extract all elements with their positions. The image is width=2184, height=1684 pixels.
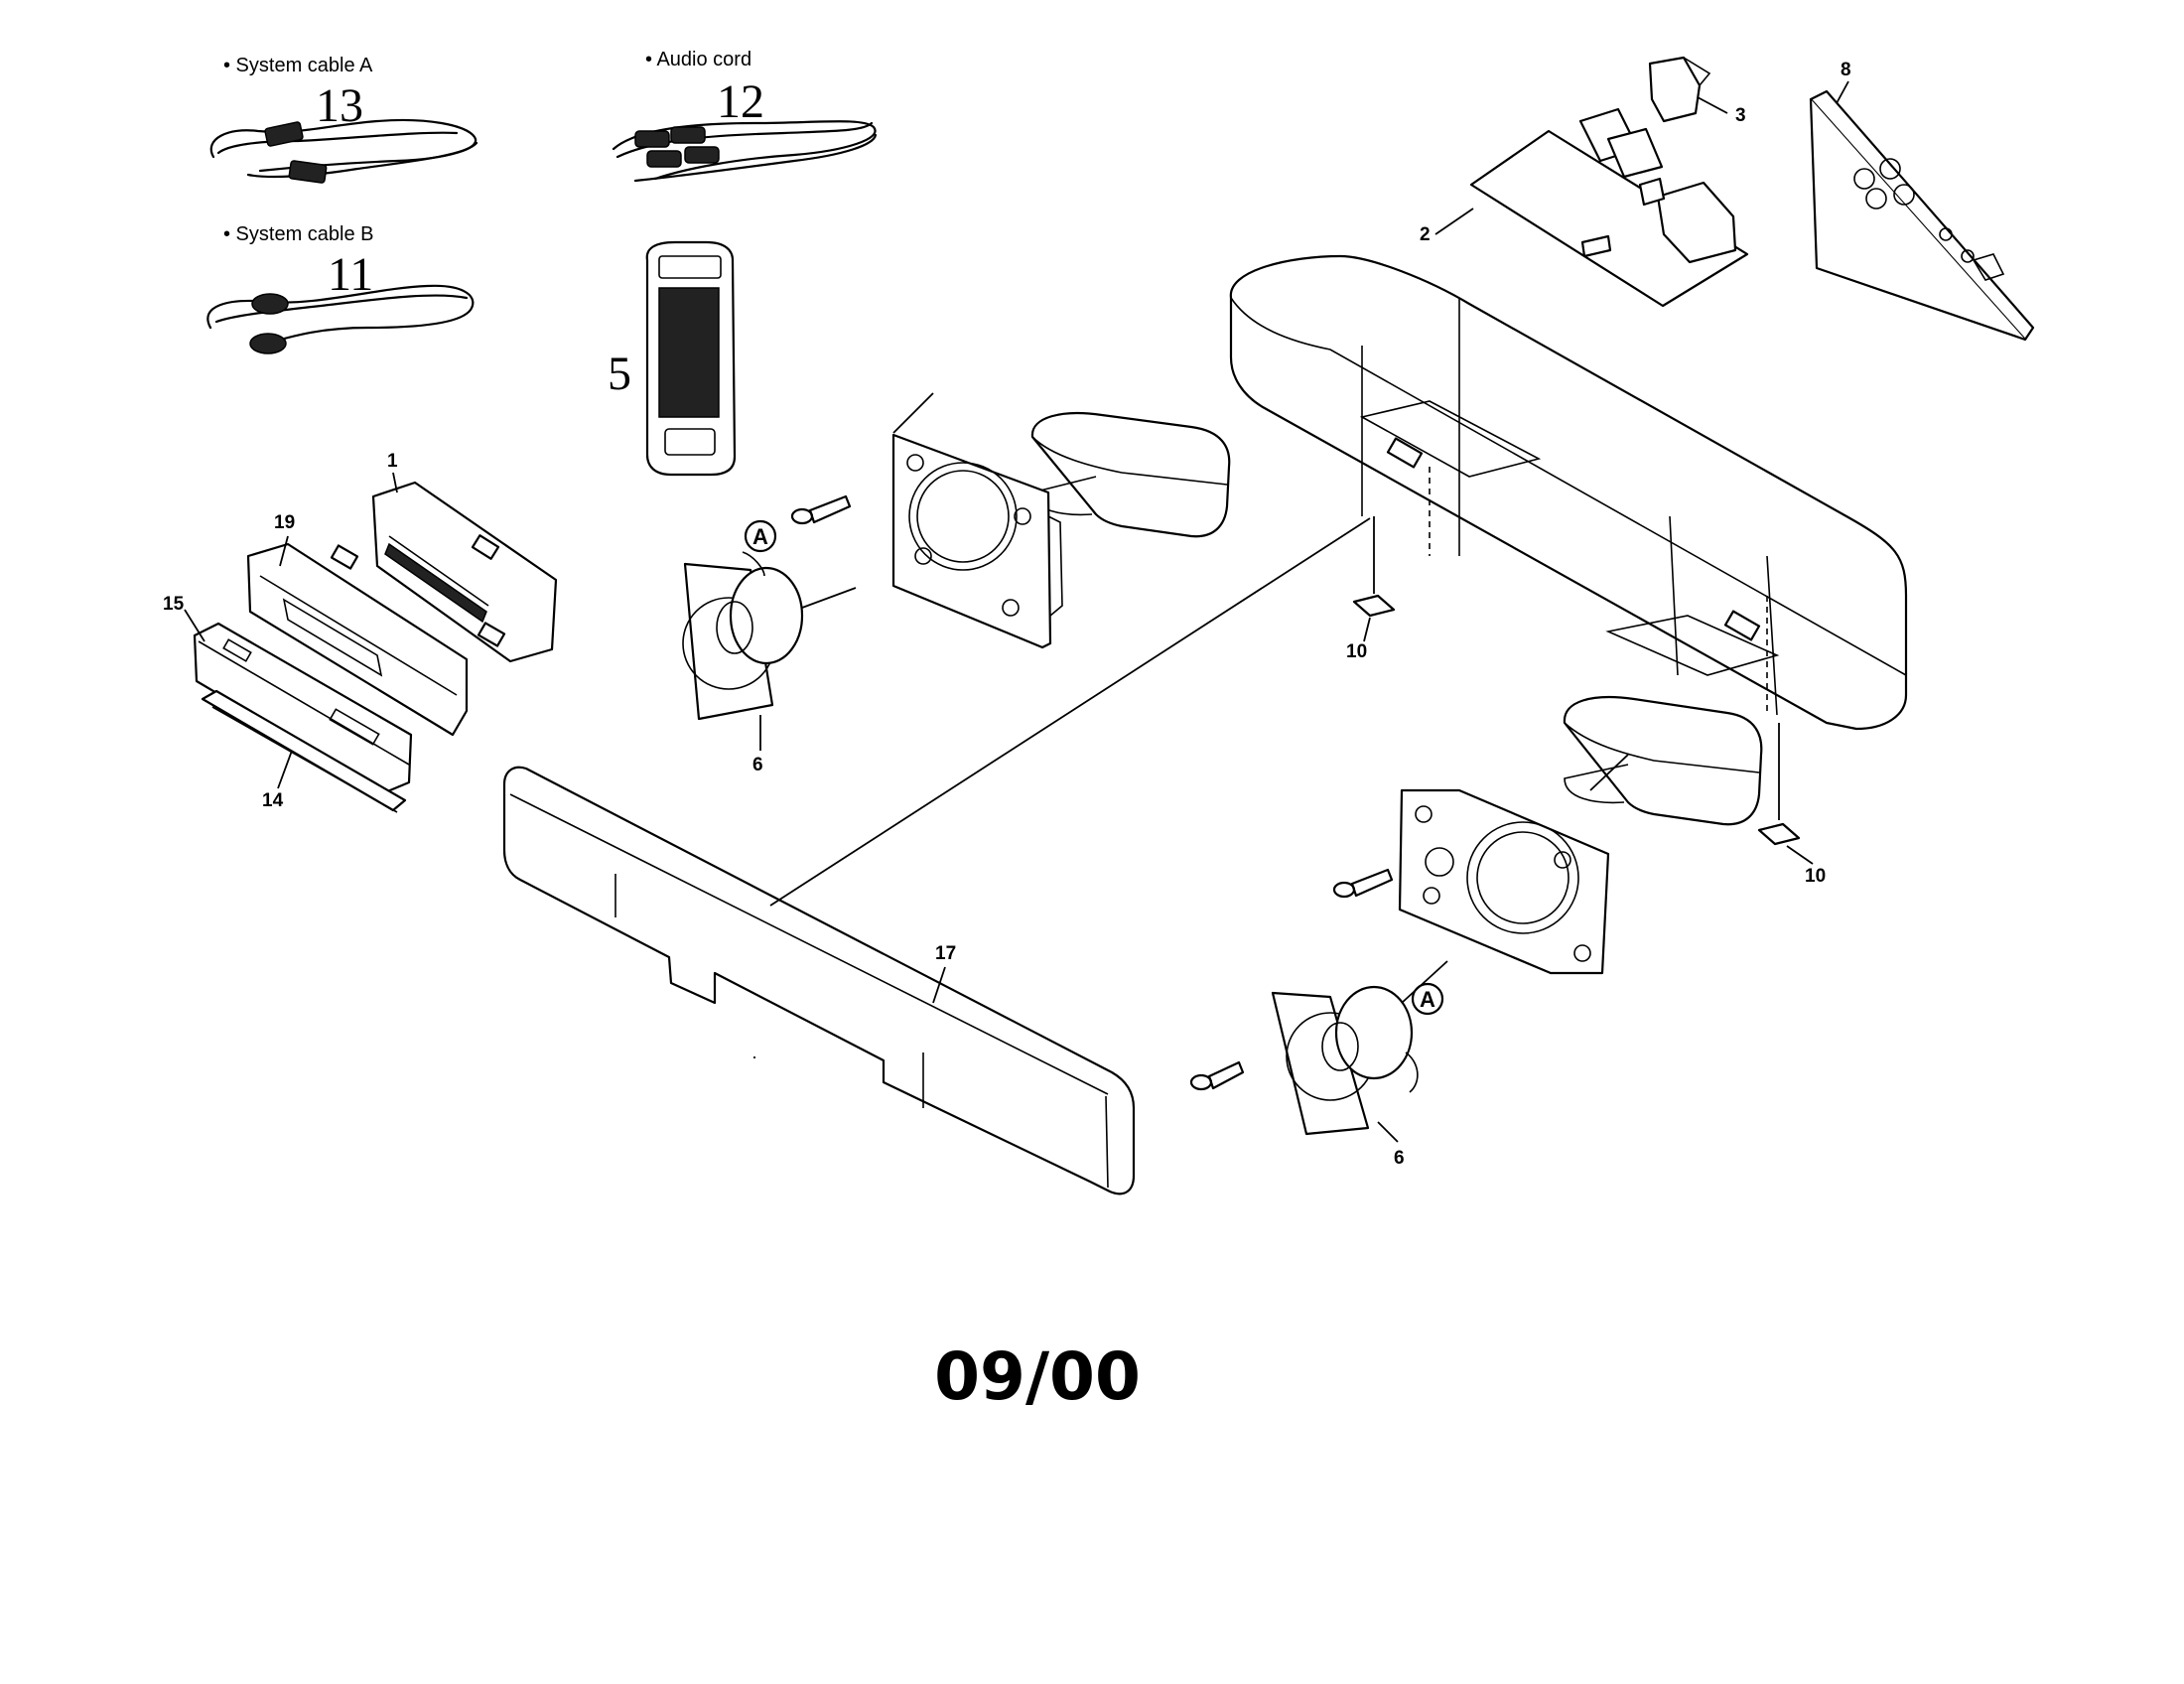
speaker-baffle-right bbox=[1398, 788, 1610, 975]
rear-panel-board: 8 bbox=[1809, 60, 2035, 342]
main-pcb: 2 bbox=[1420, 107, 1749, 308]
assembly-leader bbox=[769, 517, 1371, 907]
screw-right-lower bbox=[1189, 1060, 1245, 1091]
callout-foot-left: 10 bbox=[1346, 641, 1367, 662]
front-bar: 14 bbox=[201, 689, 407, 813]
front-panel: 15 bbox=[163, 594, 413, 794]
callout-switch-part: 3 bbox=[1735, 105, 1746, 126]
connector-marker-left: A bbox=[744, 519, 777, 553]
cable-a-plug-icon bbox=[288, 160, 328, 184]
callout-front-grille: 17 bbox=[935, 943, 956, 964]
callout-front-panel: 15 bbox=[163, 594, 185, 615]
rca-plug-icon bbox=[646, 150, 682, 168]
callout-front-bar: 14 bbox=[262, 790, 284, 811]
cable-b-plug-icon bbox=[251, 293, 289, 315]
system-cable-a-label: • System cable A bbox=[223, 55, 373, 76]
connector-a-left: A bbox=[752, 524, 768, 549]
rca-plug-icon bbox=[684, 146, 720, 164]
callout-foot-right: 10 bbox=[1805, 866, 1826, 887]
date-code-text: 09/00 bbox=[934, 1338, 1141, 1415]
cable-b-plug-icon bbox=[249, 333, 287, 354]
foam-pad-left bbox=[1030, 411, 1231, 538]
callout-front-bracket: 19 bbox=[274, 512, 295, 533]
front-board: 1 bbox=[371, 451, 558, 663]
screw-right-upper bbox=[1332, 868, 1394, 899]
speaker-left: A 6 bbox=[682, 392, 1063, 775]
system-cable-b: • System cable B 11 bbox=[206, 223, 475, 354]
speaker-right: A 6 bbox=[1189, 754, 1629, 1169]
foam-pad-right bbox=[1563, 695, 1763, 826]
system-cable-b-label: • System cable B bbox=[223, 223, 374, 245]
main-cabinet bbox=[1229, 254, 1908, 731]
remote-control: 5 bbox=[608, 240, 737, 477]
front-bracket: 19 bbox=[246, 512, 506, 737]
speaker-baffle-left bbox=[891, 433, 1052, 649]
foot-right: 10 bbox=[1757, 723, 1826, 887]
switch-part: 3 bbox=[1648, 56, 1746, 126]
callout-speaker-left: 6 bbox=[752, 755, 763, 775]
callout-front-board: 1 bbox=[387, 451, 398, 472]
callout-speaker-right: 6 bbox=[1394, 1148, 1405, 1169]
audio-cord-number: 12 bbox=[717, 75, 764, 128]
callout-rear-panel-board: 8 bbox=[1841, 60, 1851, 80]
callout-pcb-main: 2 bbox=[1420, 224, 1431, 245]
screw-left bbox=[790, 494, 852, 525]
connector-a-right: A bbox=[1420, 987, 1435, 1012]
audio-cord: • Audio cord 12 bbox=[612, 49, 878, 183]
rca-plug-icon bbox=[634, 130, 670, 148]
date-code: 09/00 bbox=[0, 1338, 2184, 1415]
cable-a-plug-icon bbox=[264, 121, 304, 147]
remote-keypad bbox=[658, 287, 720, 418]
audio-cord-label: • Audio cord bbox=[645, 49, 751, 70]
foot-left: 10 bbox=[1346, 516, 1396, 662]
rca-plug-icon bbox=[670, 126, 706, 144]
system-cable-b-number: 11 bbox=[328, 248, 373, 301]
connector-marker-right: A bbox=[1411, 982, 1444, 1016]
system-cable-a: • System cable A 13 bbox=[209, 55, 478, 184]
front-grille: 17 bbox=[502, 766, 1136, 1195]
remote-control-number: 5 bbox=[608, 348, 631, 400]
